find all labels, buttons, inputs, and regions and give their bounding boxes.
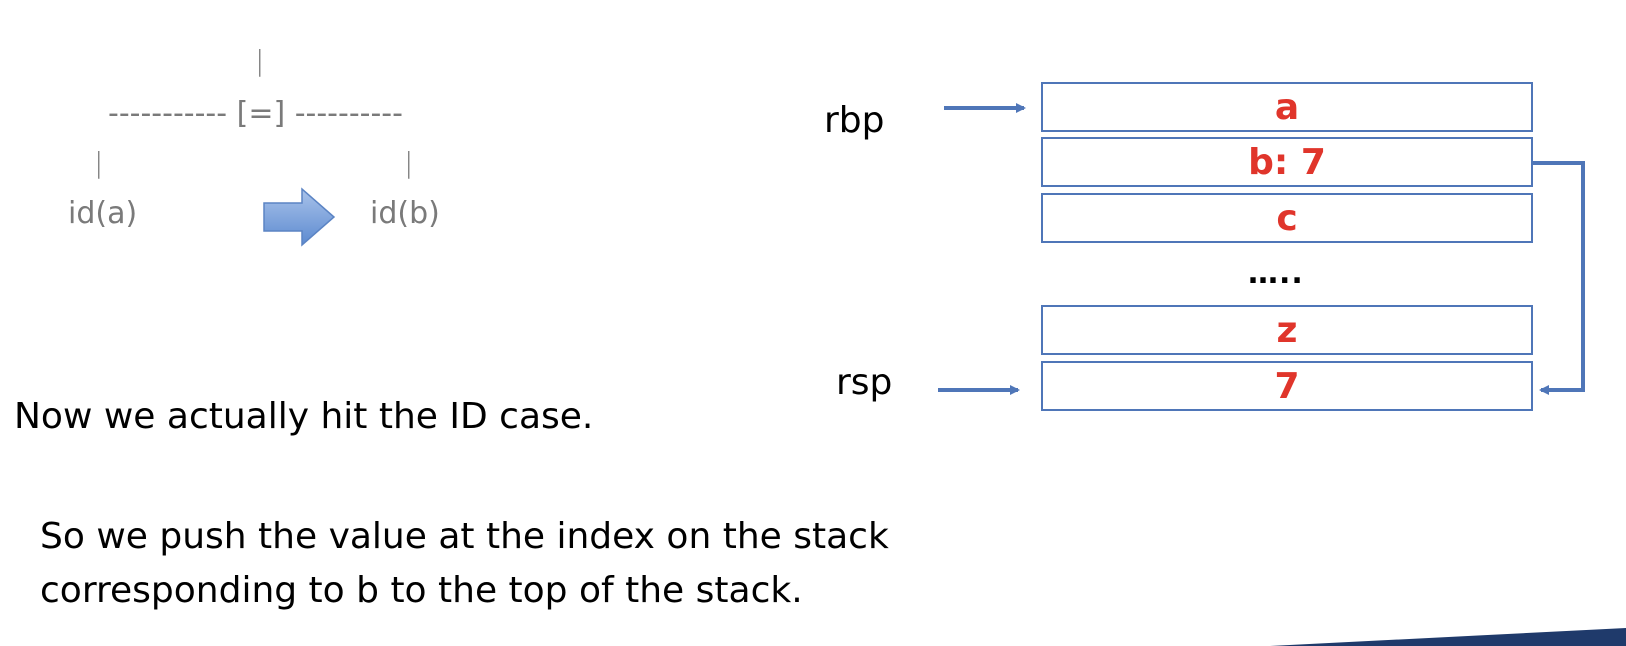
stack-cell-top: 7 bbox=[1041, 361, 1533, 411]
explanation-line-2a: So we push the value at the index on the… bbox=[40, 516, 889, 557]
stack-cell-label: c bbox=[1276, 197, 1298, 239]
ast-assign-node: ----------- [=] ---------- bbox=[108, 96, 403, 131]
stack-cell-label: z bbox=[1276, 309, 1298, 351]
ast-left-bar: | bbox=[94, 146, 104, 179]
ast-right-bar: | bbox=[404, 146, 414, 179]
stack-cell-label: b: 7 bbox=[1248, 141, 1326, 183]
stack-ellipsis: ….. bbox=[1248, 256, 1304, 291]
stack-cell-a: a bbox=[1041, 82, 1533, 132]
explanation-line-1: Now we actually hit the ID case. bbox=[14, 396, 594, 437]
stack-cell-z: z bbox=[1041, 305, 1533, 355]
footer-band bbox=[1270, 628, 1626, 646]
stack-cell-label: a bbox=[1274, 86, 1300, 128]
stack-cell-c: c bbox=[1041, 193, 1533, 243]
stack-cell-label: 7 bbox=[1274, 365, 1300, 407]
explanation-line-2b: corresponding to b to the top of the sta… bbox=[40, 570, 803, 611]
rbp-label: rbp bbox=[824, 100, 885, 141]
copy-connector-arrow bbox=[1533, 161, 1585, 395]
block-arrow-right-icon bbox=[263, 187, 336, 247]
stack-cell-b: b: 7 bbox=[1041, 137, 1533, 187]
rsp-label: rsp bbox=[836, 362, 893, 403]
ast-left-child: id(a) bbox=[68, 196, 138, 231]
ast-right-child: id(b) bbox=[370, 196, 440, 231]
ast-top-bar: | bbox=[255, 44, 265, 77]
